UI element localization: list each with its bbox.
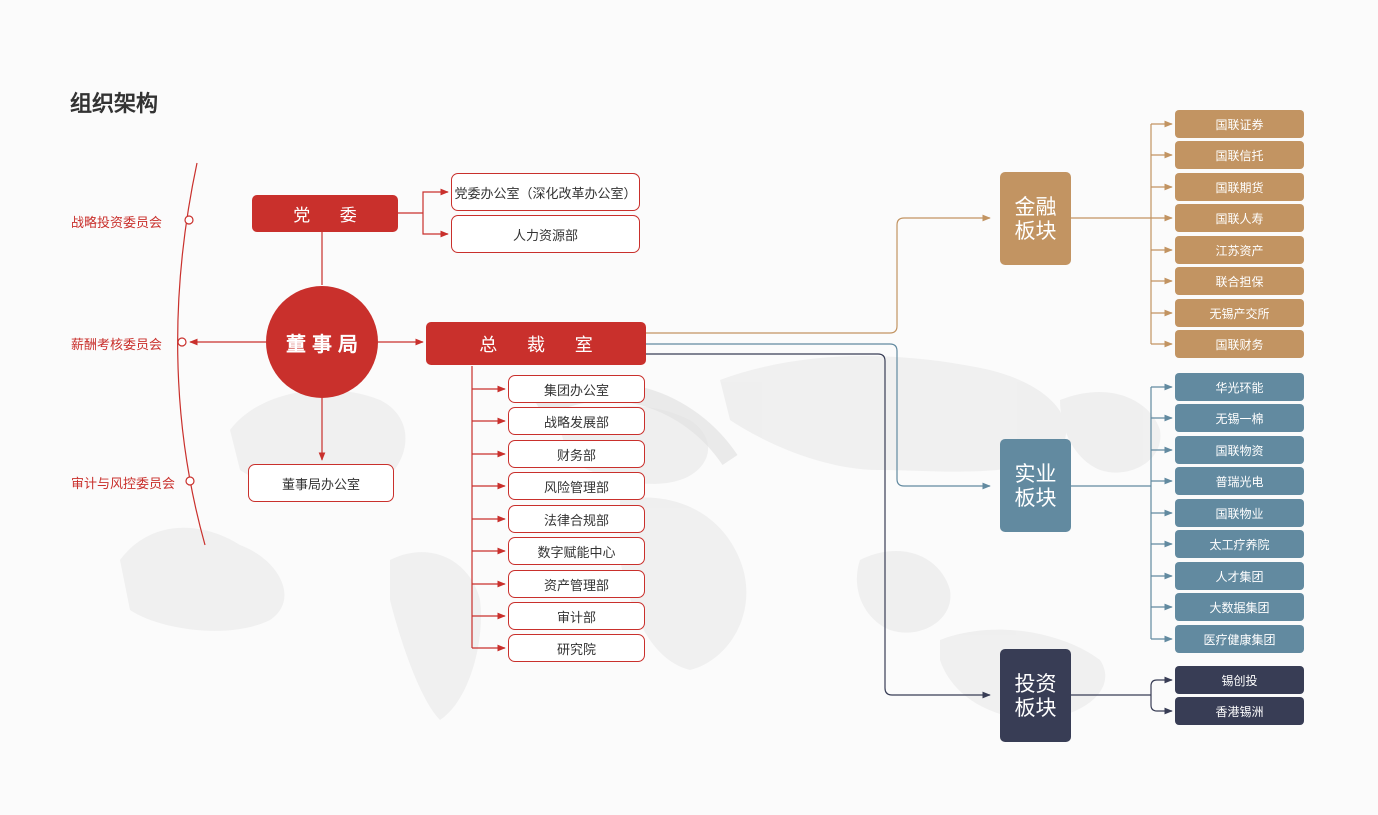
committee-strategy-investment: 战略投资委员会 <box>71 216 163 231</box>
party-committee-box: 党 委 <box>252 195 398 232</box>
department-box: 数字赋能中心 <box>508 537 645 565</box>
department-box: 资产管理部 <box>508 570 645 598</box>
page-title: 组织架构 <box>70 92 159 117</box>
board-circle: 董事局 <box>266 286 378 398</box>
department-box: 财务部 <box>508 440 645 468</box>
department-box: 集团办公室 <box>508 375 645 403</box>
industry-company: 无锡一棉 <box>1175 404 1304 432</box>
finance-company: 无锡产交所 <box>1175 299 1304 327</box>
board-office-box: 董事局办公室 <box>248 464 394 502</box>
finance-sector-box: 金融板块 <box>1000 172 1071 265</box>
finance-company: 江苏资产 <box>1175 236 1304 264</box>
investment-company: 锡创投 <box>1175 666 1304 694</box>
finance-company: 国联证券 <box>1175 110 1304 138</box>
industry-company: 国联物资 <box>1175 436 1304 464</box>
industry-company: 人才集团 <box>1175 562 1304 590</box>
department-box: 战略发展部 <box>508 407 645 435</box>
finance-company: 国联信托 <box>1175 141 1304 169</box>
industry-sector-label: 实业板块 <box>1014 461 1057 510</box>
industry-company: 华光环能 <box>1175 373 1304 401</box>
industry-company: 普瑞光电 <box>1175 467 1304 495</box>
committee-compensation: 薪酬考核委员会 <box>71 338 163 353</box>
finance-sector-label: 金融板块 <box>1014 194 1057 243</box>
party-office-box: 党委办公室（深化改革办公室） <box>451 173 640 211</box>
hr-department-box: 人力资源部 <box>451 215 640 253</box>
committee-audit-risk: 审计与风控委员会 <box>71 477 176 492</box>
department-box: 法律合规部 <box>508 505 645 533</box>
industry-company: 国联物业 <box>1175 499 1304 527</box>
industry-company: 医疗健康集团 <box>1175 625 1304 653</box>
department-box: 研究院 <box>508 634 645 662</box>
department-box: 风险管理部 <box>508 472 645 500</box>
investment-sector-label: 投资板块 <box>1014 671 1057 720</box>
investment-company: 香港锡洲 <box>1175 697 1304 725</box>
department-box: 审计部 <box>508 602 645 630</box>
finance-company: 国联人寿 <box>1175 204 1304 232</box>
finance-company: 国联财务 <box>1175 330 1304 358</box>
industry-company: 太工疗养院 <box>1175 530 1304 558</box>
finance-company: 联合担保 <box>1175 267 1304 295</box>
finance-company: 国联期货 <box>1175 173 1304 201</box>
president-office-box: 总 裁 室 <box>426 322 646 365</box>
industry-sector-box: 实业板块 <box>1000 439 1071 532</box>
industry-company: 大数据集团 <box>1175 593 1304 621</box>
investment-sector-box: 投资板块 <box>1000 649 1071 742</box>
